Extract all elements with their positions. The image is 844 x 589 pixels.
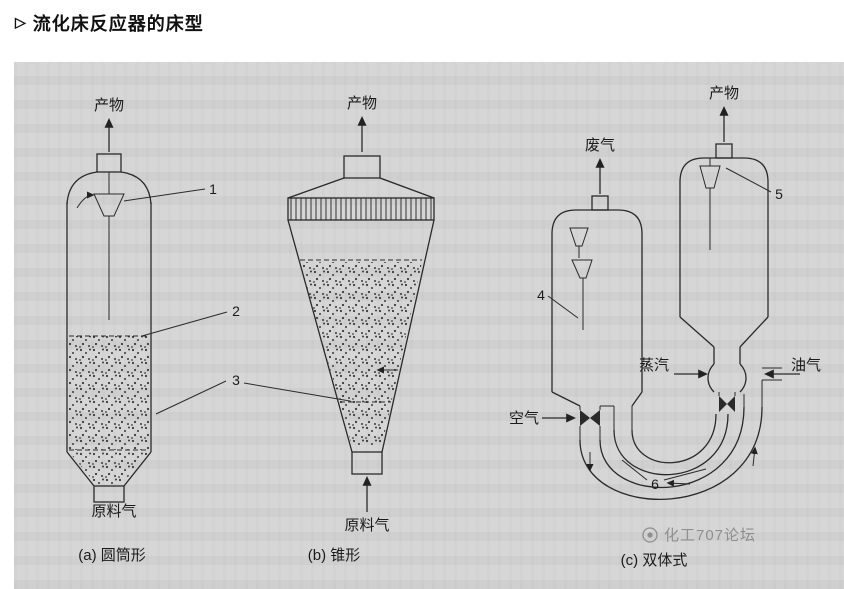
caption-c: (c) 双体式 [621, 552, 688, 569]
vessel-c-left [551, 195, 643, 407]
watermark: 化工707论坛 [642, 527, 756, 544]
leader-3-right [243, 382, 351, 402]
u-transfer-pipes [579, 380, 763, 501]
top-grid-b [287, 197, 435, 221]
callout-5: 5 [775, 186, 783, 202]
cyclone-c-right [699, 158, 721, 250]
diagram-b: 产物 原料气 (b) 锥形 [287, 95, 435, 564]
page-header: ▷ 流化床反应器的床型 [15, 10, 204, 36]
bed-a [69, 335, 149, 484]
feed-label-b: 原料气 [344, 517, 389, 534]
air-label: 空气 [509, 410, 539, 427]
oilgas-label: 油气 [791, 357, 821, 374]
cyclone-a [76, 172, 125, 320]
callout-3: 3 [232, 372, 240, 388]
triangle-bullet-icon: ▷ [15, 13, 26, 30]
callout-2: 2 [232, 303, 240, 319]
watermark-logo-dot [647, 532, 653, 538]
leader-6-left [621, 459, 648, 481]
leader-6-right [663, 468, 707, 481]
watermark-logo-icon [642, 527, 658, 543]
flow-arrow-left [666, 479, 691, 487]
leader-5 [725, 167, 772, 193]
leader-2 [141, 311, 228, 337]
caption-b: (b) 锥形 [308, 547, 361, 564]
flow-arrow-up [750, 446, 758, 467]
fluidized-bed-figure: 产物 原料气 (a) 圆筒形 1 2 [66, 85, 821, 569]
bed-b [300, 259, 422, 446]
slide-valve-right [719, 396, 735, 412]
vessel-b-outline [287, 155, 435, 475]
feed-label-a: 原料气 [91, 503, 136, 520]
slide-valve-left [579, 406, 601, 440]
oilgas-inlet [762, 367, 782, 381]
product-label-c: 产物 [709, 85, 739, 102]
watermark-text: 化工707论坛 [664, 527, 756, 544]
steam-label: 蒸汽 [639, 357, 669, 374]
offgas-label: 废气 [585, 137, 615, 154]
leader-3-left [155, 380, 227, 415]
figure-panel: 产物 原料气 (a) 圆筒形 1 2 [14, 62, 844, 589]
diagram-c: 废气 产物 蒸汽 [509, 85, 821, 569]
callouts-left: 1 2 3 [123, 181, 351, 415]
diagram-a: 产物 原料气 (a) 圆筒形 [66, 97, 152, 564]
product-label-b: 产物 [347, 95, 377, 112]
callout-4: 4 [537, 287, 545, 303]
callout-1: 1 [209, 181, 217, 197]
gas-inlet-arrow-a [76, 191, 95, 209]
cyclone-c-left [569, 227, 593, 330]
vessel-c-right [679, 143, 769, 396]
leader-4 [547, 295, 579, 319]
page-title: 流化床反应器的床型 [32, 14, 204, 34]
caption-a: (a) 圆筒形 [78, 547, 146, 564]
leader-1 [123, 188, 206, 202]
callout-6: 6 [651, 476, 659, 492]
product-label-a: 产物 [94, 97, 124, 114]
